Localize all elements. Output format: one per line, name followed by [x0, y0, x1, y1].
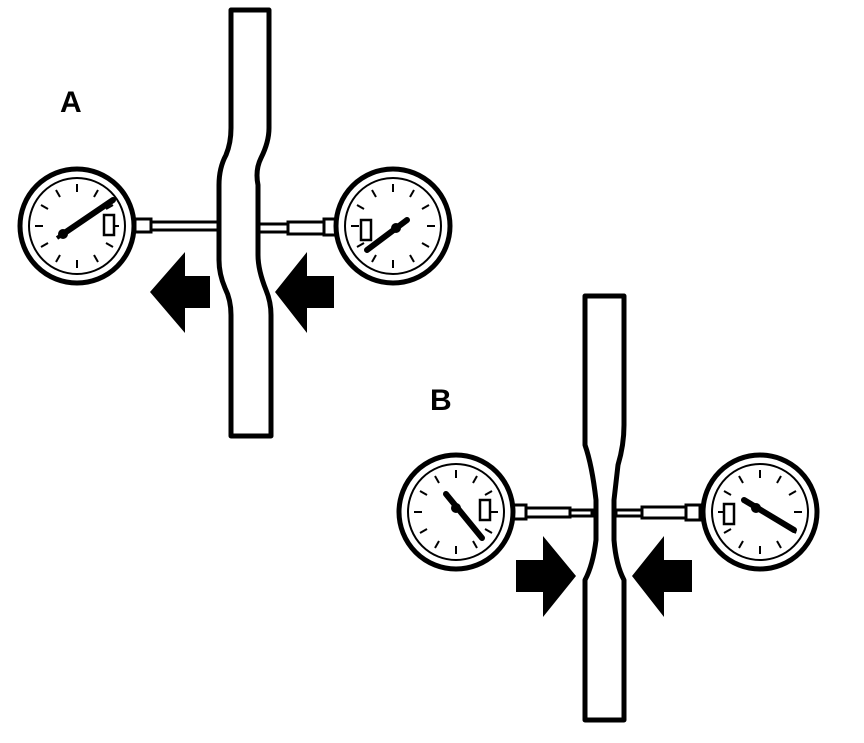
pipe-b: [582, 293, 627, 723]
pipe-a: [216, 7, 274, 439]
pressure-gauge-icon: [722, 497, 797, 533]
figure-b: [399, 293, 817, 723]
gauge-b-left-stem: [508, 503, 594, 521]
gauge-b-right-stem: [614, 503, 702, 522]
gauge-b-left: [399, 455, 513, 569]
pressure-gauge-icon: [359, 217, 410, 253]
flow-arrow-icon: [516, 536, 576, 617]
gauge-a-right: [336, 169, 450, 283]
pressure-gauge-icon: [443, 491, 492, 541]
figure-label-a: A: [60, 86, 82, 119]
gauge-a-left-stem: [133, 217, 223, 234]
figure-label-b: B: [430, 384, 452, 417]
gauge-a-left: [20, 169, 134, 283]
flow-arrow-icon: [150, 252, 210, 333]
pressure-gauge-icon: [55, 197, 116, 240]
figure-a: [20, 7, 450, 439]
flow-arrow-icon: [275, 252, 334, 333]
gauge-b-right: [703, 455, 817, 569]
flow-arrow-icon: [632, 536, 692, 617]
gauge-a-right-stem: [256, 217, 340, 237]
